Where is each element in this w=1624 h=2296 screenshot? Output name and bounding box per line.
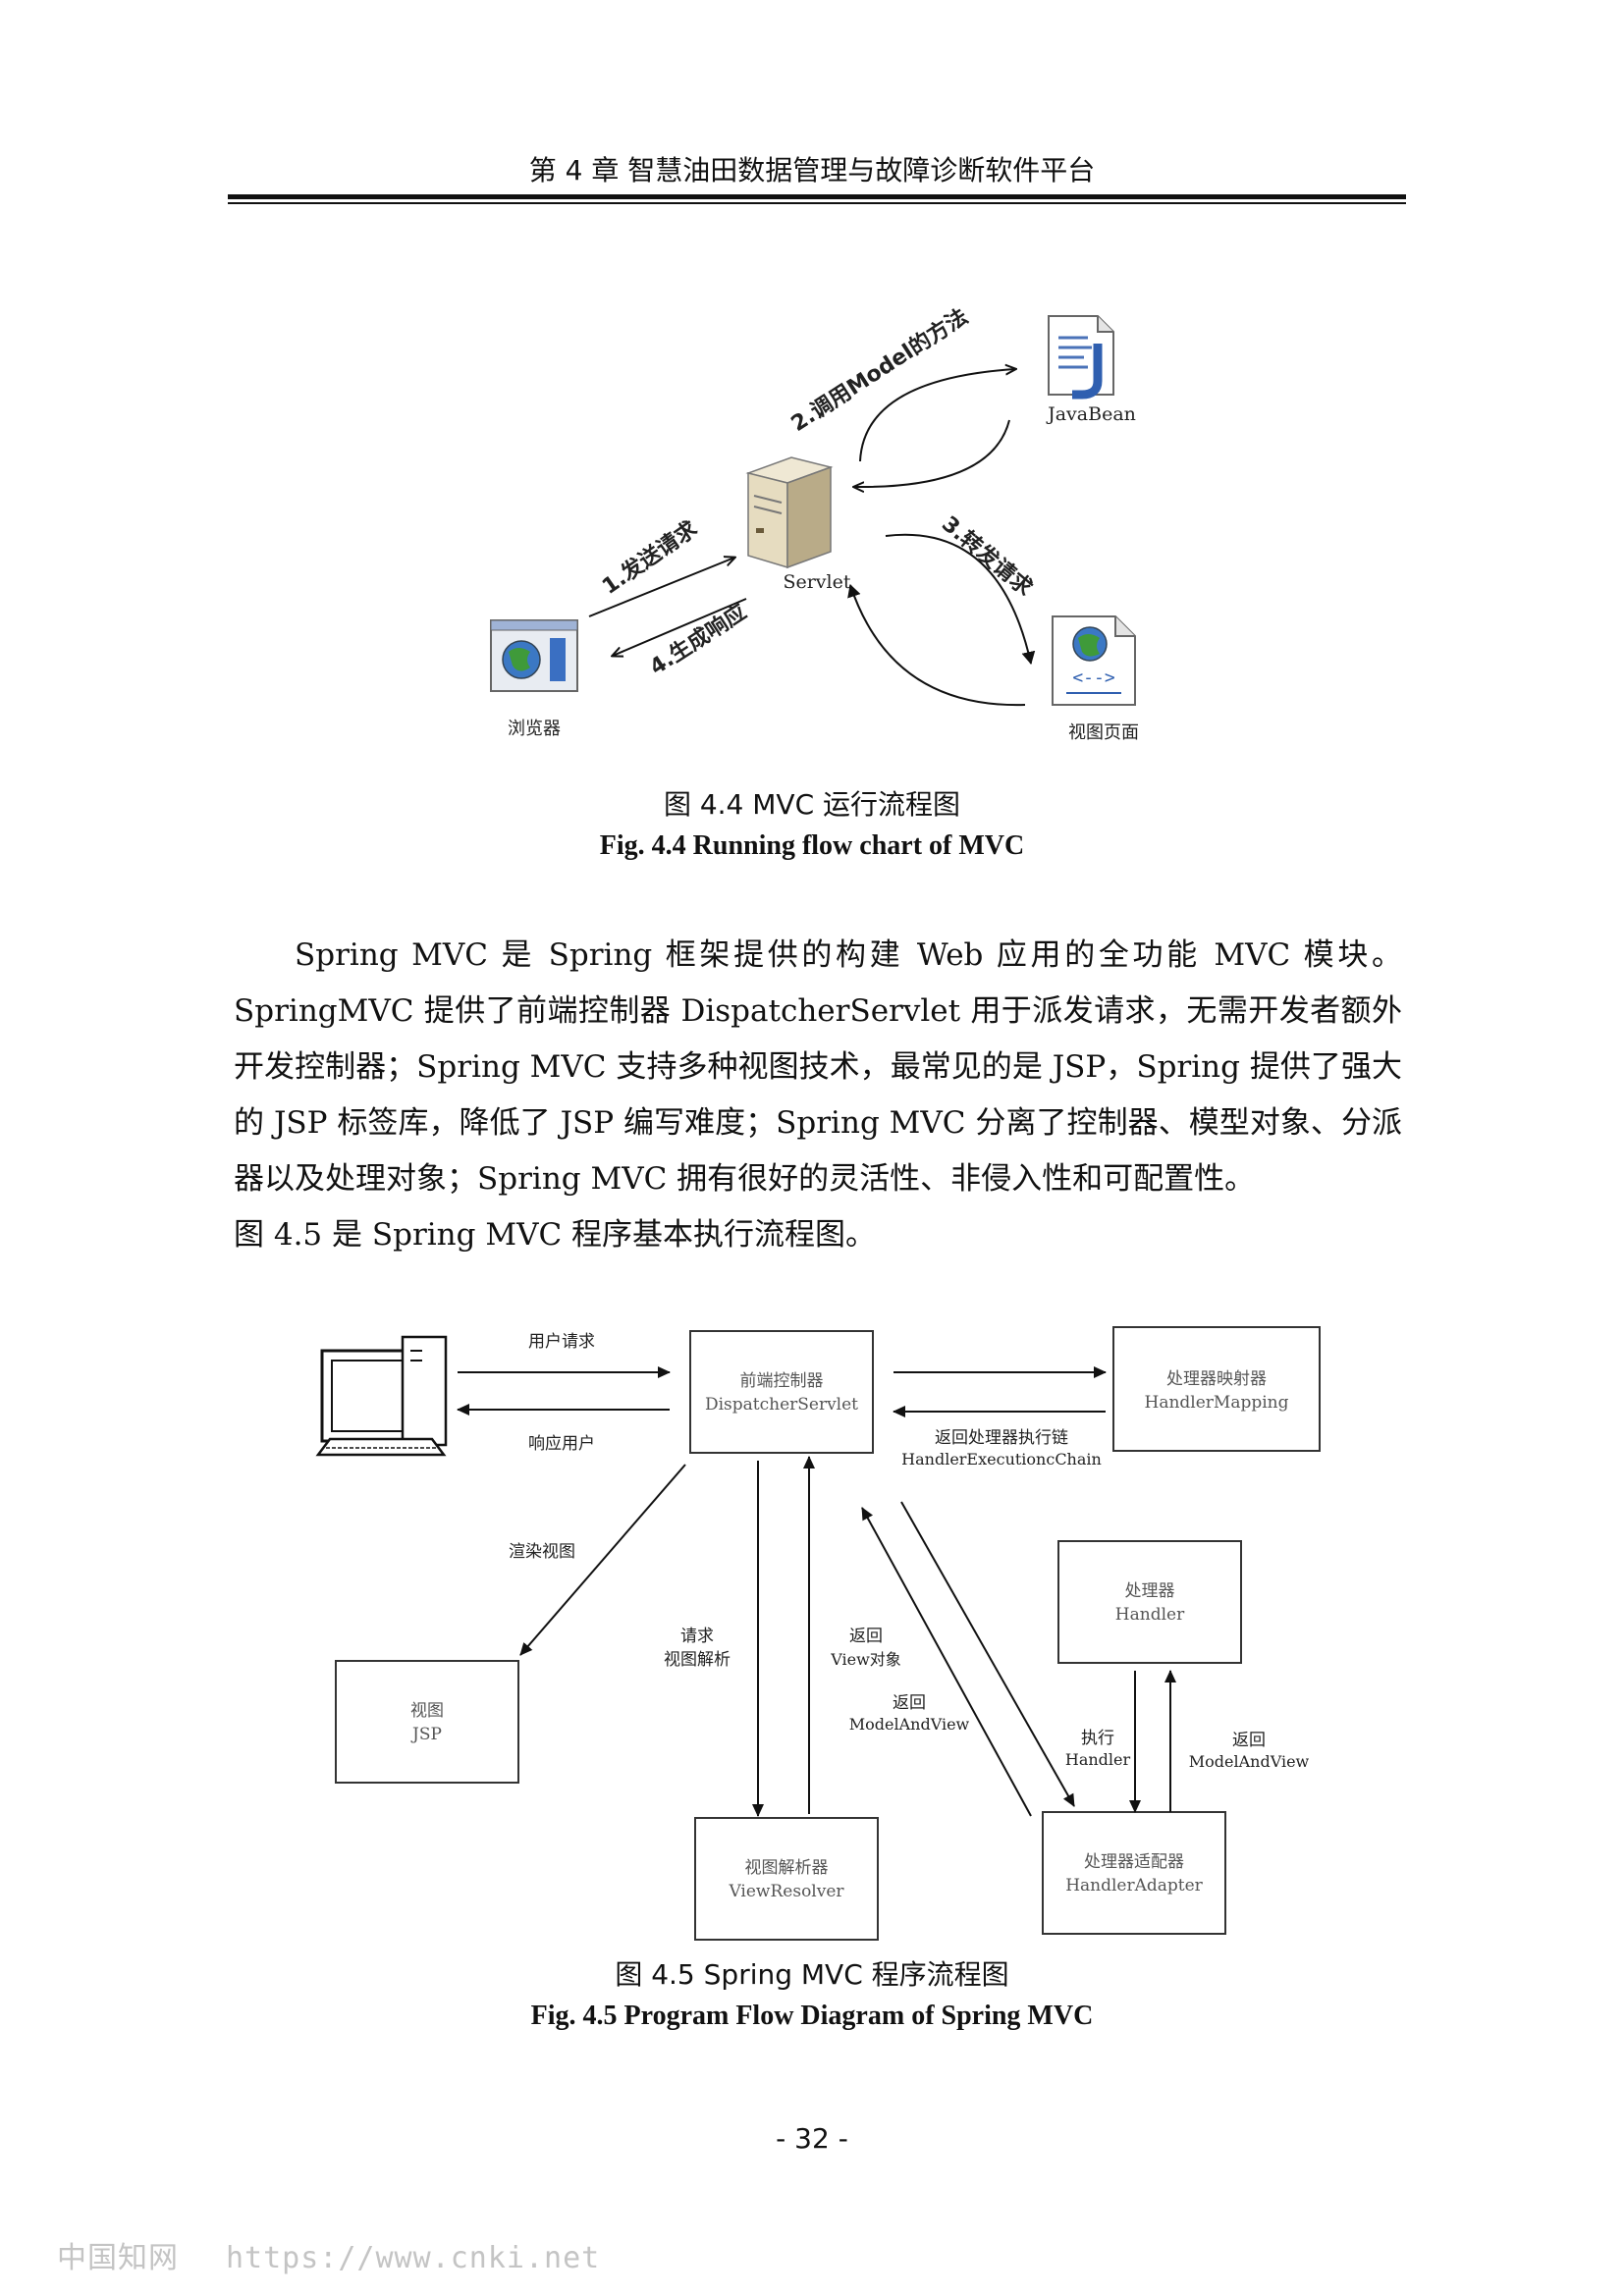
figure-4-5-caption-en: Fig. 4.5 Program Flow Diagram of Spring … bbox=[530, 2001, 1094, 2031]
handler-adapter-box bbox=[1042, 1811, 1226, 1935]
header-rule-thin bbox=[228, 202, 1406, 204]
adapter-en-label: HandlerAdapter bbox=[1065, 1876, 1203, 1896]
servlet-server-icon bbox=[745, 456, 834, 569]
browser-label: 浏览器 bbox=[508, 719, 561, 739]
figure-4-4-mvc-flow: JavaBean Servlet 浏览器 <--> 视图页面 1.发送请求 2.… bbox=[490, 303, 1139, 743]
page-number: - 32 - bbox=[776, 2122, 848, 2155]
execute-handler-label: Handler bbox=[1065, 1750, 1131, 1769]
request-resolve-label: 视图解析 bbox=[664, 1650, 731, 1670]
dispatcher-cn-label: 前端控制器 bbox=[740, 1371, 824, 1391]
mapping-cn-label: 处理器映射器 bbox=[1166, 1369, 1267, 1389]
handler-box bbox=[1057, 1540, 1242, 1664]
render-view-arrow bbox=[519, 1464, 686, 1656]
to-adapter-arrow bbox=[900, 1501, 1075, 1807]
figure-4-4-caption-cn: 图 4.4 MVC 运行流程图 bbox=[663, 788, 961, 821]
call-model-arrow bbox=[859, 369, 1015, 462]
view-page-icon: <--> bbox=[1052, 615, 1136, 706]
resolver-cn-label: 视图解析器 bbox=[745, 1858, 829, 1878]
watermark: 中国知网 https://www.cnki.net bbox=[57, 2233, 647, 2276]
header-rule bbox=[228, 194, 1406, 199]
render-view-label: 渲染视图 bbox=[509, 1542, 575, 1562]
model-and-view2-label: ModelAndView bbox=[1189, 1752, 1310, 1771]
view-jsp-box bbox=[335, 1660, 519, 1784]
dispatcher-servlet-box bbox=[689, 1330, 874, 1454]
return-chain-cn-label: 返回处理器执行链 bbox=[935, 1428, 1068, 1448]
paragraph-text: Spring MVC 是 Spring 框架提供的构建 Web 应用的全功能 M… bbox=[234, 937, 1402, 1197]
return-chain-en-label: HandlerExecutioncChain bbox=[901, 1450, 1102, 1468]
javabean-icon bbox=[1048, 315, 1114, 400]
model-and-view-label: ModelAndView bbox=[849, 1715, 970, 1734]
view-return-arrow bbox=[847, 584, 1026, 707]
handler-en-label: Handler bbox=[1115, 1605, 1185, 1625]
mapping-en-label: HandlerMapping bbox=[1145, 1393, 1289, 1413]
view-resolver-box bbox=[694, 1817, 879, 1941]
model-return-arrow bbox=[854, 419, 1010, 487]
return2-cn-label: 返回 bbox=[893, 1693, 926, 1713]
return-mav-arrow bbox=[861, 1507, 1032, 1817]
handler-mapping-box bbox=[1112, 1326, 1321, 1452]
javabean-label: JavaBean bbox=[1046, 403, 1136, 425]
gen-response-label: 4.生成响应 bbox=[645, 599, 751, 680]
execute-cn-label: 执行 bbox=[1081, 1729, 1114, 1748]
handler-cn-label: 处理器 bbox=[1125, 1581, 1175, 1601]
dispatcher-en-label: DispatcherServlet bbox=[705, 1395, 858, 1415]
watermark-cn: 中国知网 bbox=[57, 2241, 179, 2275]
body-paragraph: Spring MVC 是 Spring 框架提供的构建 Web 应用的全功能 M… bbox=[234, 928, 1402, 1263]
respond-user-label: 响应用户 bbox=[528, 1434, 595, 1454]
browser-icon bbox=[490, 619, 578, 692]
forward-request-label: 3.转发请求 bbox=[937, 511, 1037, 602]
resolver-en-label: ViewResolver bbox=[728, 1882, 844, 1901]
watermark-url: https://www.cnki.net bbox=[226, 2241, 601, 2275]
return3-cn-label: 返回 bbox=[1232, 1731, 1266, 1750]
computer-icon bbox=[315, 1335, 448, 1457]
call-model-label: 2.调用Model的方法 bbox=[786, 303, 972, 437]
adapter-cn-label: 处理器适配器 bbox=[1084, 1852, 1184, 1872]
view-cn-label: 视图 bbox=[410, 1701, 444, 1721]
view-object-label: View对象 bbox=[830, 1650, 901, 1669]
chapter-header: 第 4 章 智慧油田数据管理与故障诊断软件平台 bbox=[528, 154, 1096, 187]
response-arrow bbox=[613, 598, 747, 656]
paragraph-figure-ref: 图 4.5 是 Spring MVC 程序基本执行流程图。 bbox=[234, 1217, 877, 1253]
servlet-label: Servlet bbox=[783, 571, 850, 593]
figure-4-4-caption-en: Fig. 4.4 Running flow chart of MVC bbox=[599, 830, 1025, 861]
view-en-label: JSP bbox=[410, 1725, 442, 1744]
forward-request-arrow bbox=[885, 533, 1036, 665]
user-request-label: 用户请求 bbox=[528, 1332, 595, 1352]
figure-4-5-caption-cn: 图 4.5 Spring MVC 程序流程图 bbox=[615, 1958, 1009, 1991]
request-cn-label: 请求 bbox=[680, 1627, 714, 1646]
return-cn-label: 返回 bbox=[849, 1627, 883, 1646]
view-page-label: 视图页面 bbox=[1068, 722, 1139, 743]
send-request-arrow bbox=[588, 558, 734, 617]
send-request-label: 1.发送请求 bbox=[598, 516, 702, 600]
svg-text:<-->: <--> bbox=[1072, 667, 1115, 688]
